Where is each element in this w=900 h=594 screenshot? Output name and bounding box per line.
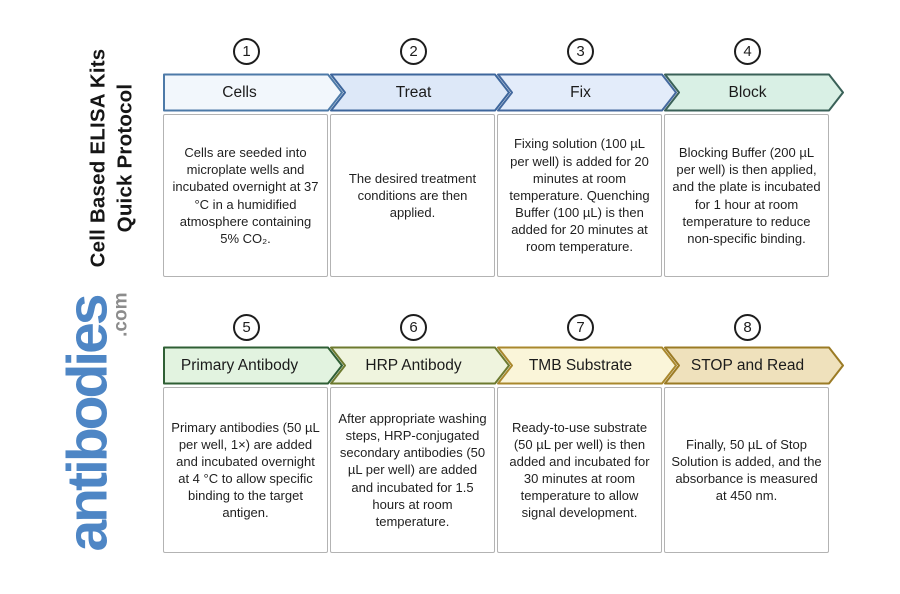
step-description-text: Finally, 50 µL of Stop Solution is added… xyxy=(671,436,822,504)
step-label: Primary Antibody xyxy=(180,356,299,374)
step-number-badge: 7 xyxy=(567,314,594,341)
step-description-text: Ready-to-use substrate (50 µL per well) … xyxy=(509,419,650,521)
step-description: Finally, 50 µL of Stop Solution is added… xyxy=(664,387,829,553)
step-description: Ready-to-use substrate (50 µL per well) … xyxy=(497,387,662,553)
step-arrow xyxy=(497,73,677,112)
step-label: Cells xyxy=(222,83,257,101)
arrow-shape xyxy=(664,346,844,385)
arrow-shape xyxy=(163,73,343,112)
page-title: Cell Based ELISA Kits Quick Protocol xyxy=(85,49,138,268)
step-description-text: After appropriate washing steps, HRP-con… xyxy=(338,410,487,529)
step-description: Blocking Buffer (200 µL per well) is the… xyxy=(664,114,829,277)
step-number-badge: 2 xyxy=(400,38,427,65)
arrow-shape xyxy=(330,346,510,385)
step-description: Fixing solution (100 µL per well) is add… xyxy=(497,114,662,277)
step-number: 5 xyxy=(242,319,251,336)
step-description: After appropriate washing steps, HRP-con… xyxy=(330,387,495,553)
step-arrow xyxy=(330,73,510,112)
step-arrow xyxy=(664,73,844,112)
arrow-shape xyxy=(497,346,677,385)
step-number-badge: 8 xyxy=(734,314,761,341)
step-description: Primary antibodies (50 µL per well, 1×) … xyxy=(163,387,328,553)
step-label: Block xyxy=(728,83,767,101)
step-label: STOP and Read xyxy=(690,356,805,374)
step-number-badge: 6 xyxy=(400,314,427,341)
page-title-line1: Cell Based ELISA Kits xyxy=(86,48,110,268)
step-arrow xyxy=(163,73,343,112)
step-arrow xyxy=(163,346,343,385)
arrow-shape xyxy=(664,73,844,112)
step-description-text: Fixing solution (100 µL per well) is add… xyxy=(509,136,650,255)
step-arrow xyxy=(330,346,510,385)
step-number: 4 xyxy=(743,43,752,60)
arrow-shape xyxy=(497,73,677,112)
step-number: 3 xyxy=(576,43,585,60)
step-label: Treat xyxy=(395,83,432,101)
step-description: The desired treatment conditions are the… xyxy=(330,114,495,277)
arrow-shape xyxy=(163,346,343,385)
step-number: 7 xyxy=(576,319,585,336)
step-number-badge: 1 xyxy=(233,38,260,65)
step-description: Cells are seeded into microplate wells a… xyxy=(163,114,328,277)
step-number-badge: 4 xyxy=(734,38,761,65)
step-number: 6 xyxy=(409,319,418,336)
step-arrow xyxy=(497,346,677,385)
step-description-text: Blocking Buffer (200 µL per well) is the… xyxy=(672,145,821,246)
step-label: TMB Substrate xyxy=(528,356,633,374)
brand-logo: antibodies .com xyxy=(56,292,132,551)
step-number: 2 xyxy=(409,43,418,60)
step-number: 8 xyxy=(743,319,752,336)
brand-logo-tld: .com xyxy=(110,292,132,337)
step-label: Fix xyxy=(570,83,591,101)
arrow-shape xyxy=(330,73,510,112)
step-description-text: Cells are seeded into microplate wells a… xyxy=(172,145,319,246)
step-number: 1 xyxy=(242,43,251,60)
step-arrow xyxy=(664,346,844,385)
page-title-line2: Quick Protocol xyxy=(113,83,136,233)
step-number-badge: 3 xyxy=(567,38,594,65)
step-label: HRP Antibody xyxy=(365,356,462,374)
step-description-text: The desired treatment conditions are the… xyxy=(348,170,477,221)
step-description-text: Primary antibodies (50 µL per well, 1×) … xyxy=(171,419,320,521)
step-number-badge: 5 xyxy=(233,314,260,341)
